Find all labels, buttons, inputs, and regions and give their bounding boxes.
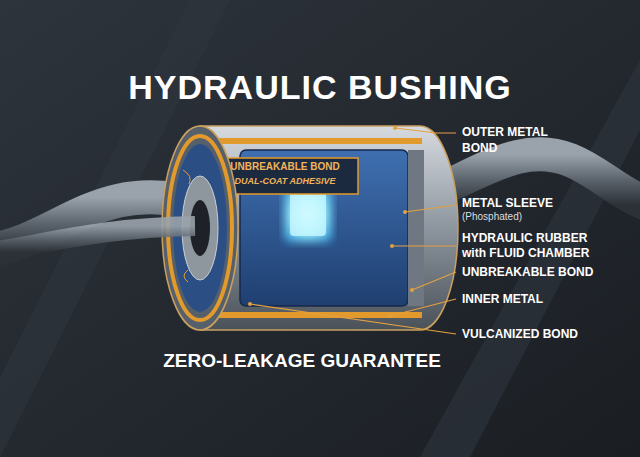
part-label: VULCANIZED BOND	[462, 327, 632, 341]
part-label: HYDRAULIC RUBBER with FLUID CHAMBER	[462, 231, 597, 261]
diagram-caption: ZERO-LEAKAGE GUARANTEE	[100, 350, 504, 372]
part-label: UNBREAKABLE BOND	[462, 265, 632, 279]
band-label: DUAL-COAT ADHESIVE	[214, 176, 356, 186]
part-note: (Phosphated)	[462, 211, 622, 222]
part-label: METAL SLEEVE	[462, 196, 622, 210]
part-label: INNER METAL	[462, 292, 632, 306]
diagram-title: HYDRAULIC BUSHING	[0, 68, 640, 107]
band-label: UNBREAKABLE BOND	[214, 161, 356, 172]
part-label: OUTER METAL BOND	[462, 124, 572, 156]
